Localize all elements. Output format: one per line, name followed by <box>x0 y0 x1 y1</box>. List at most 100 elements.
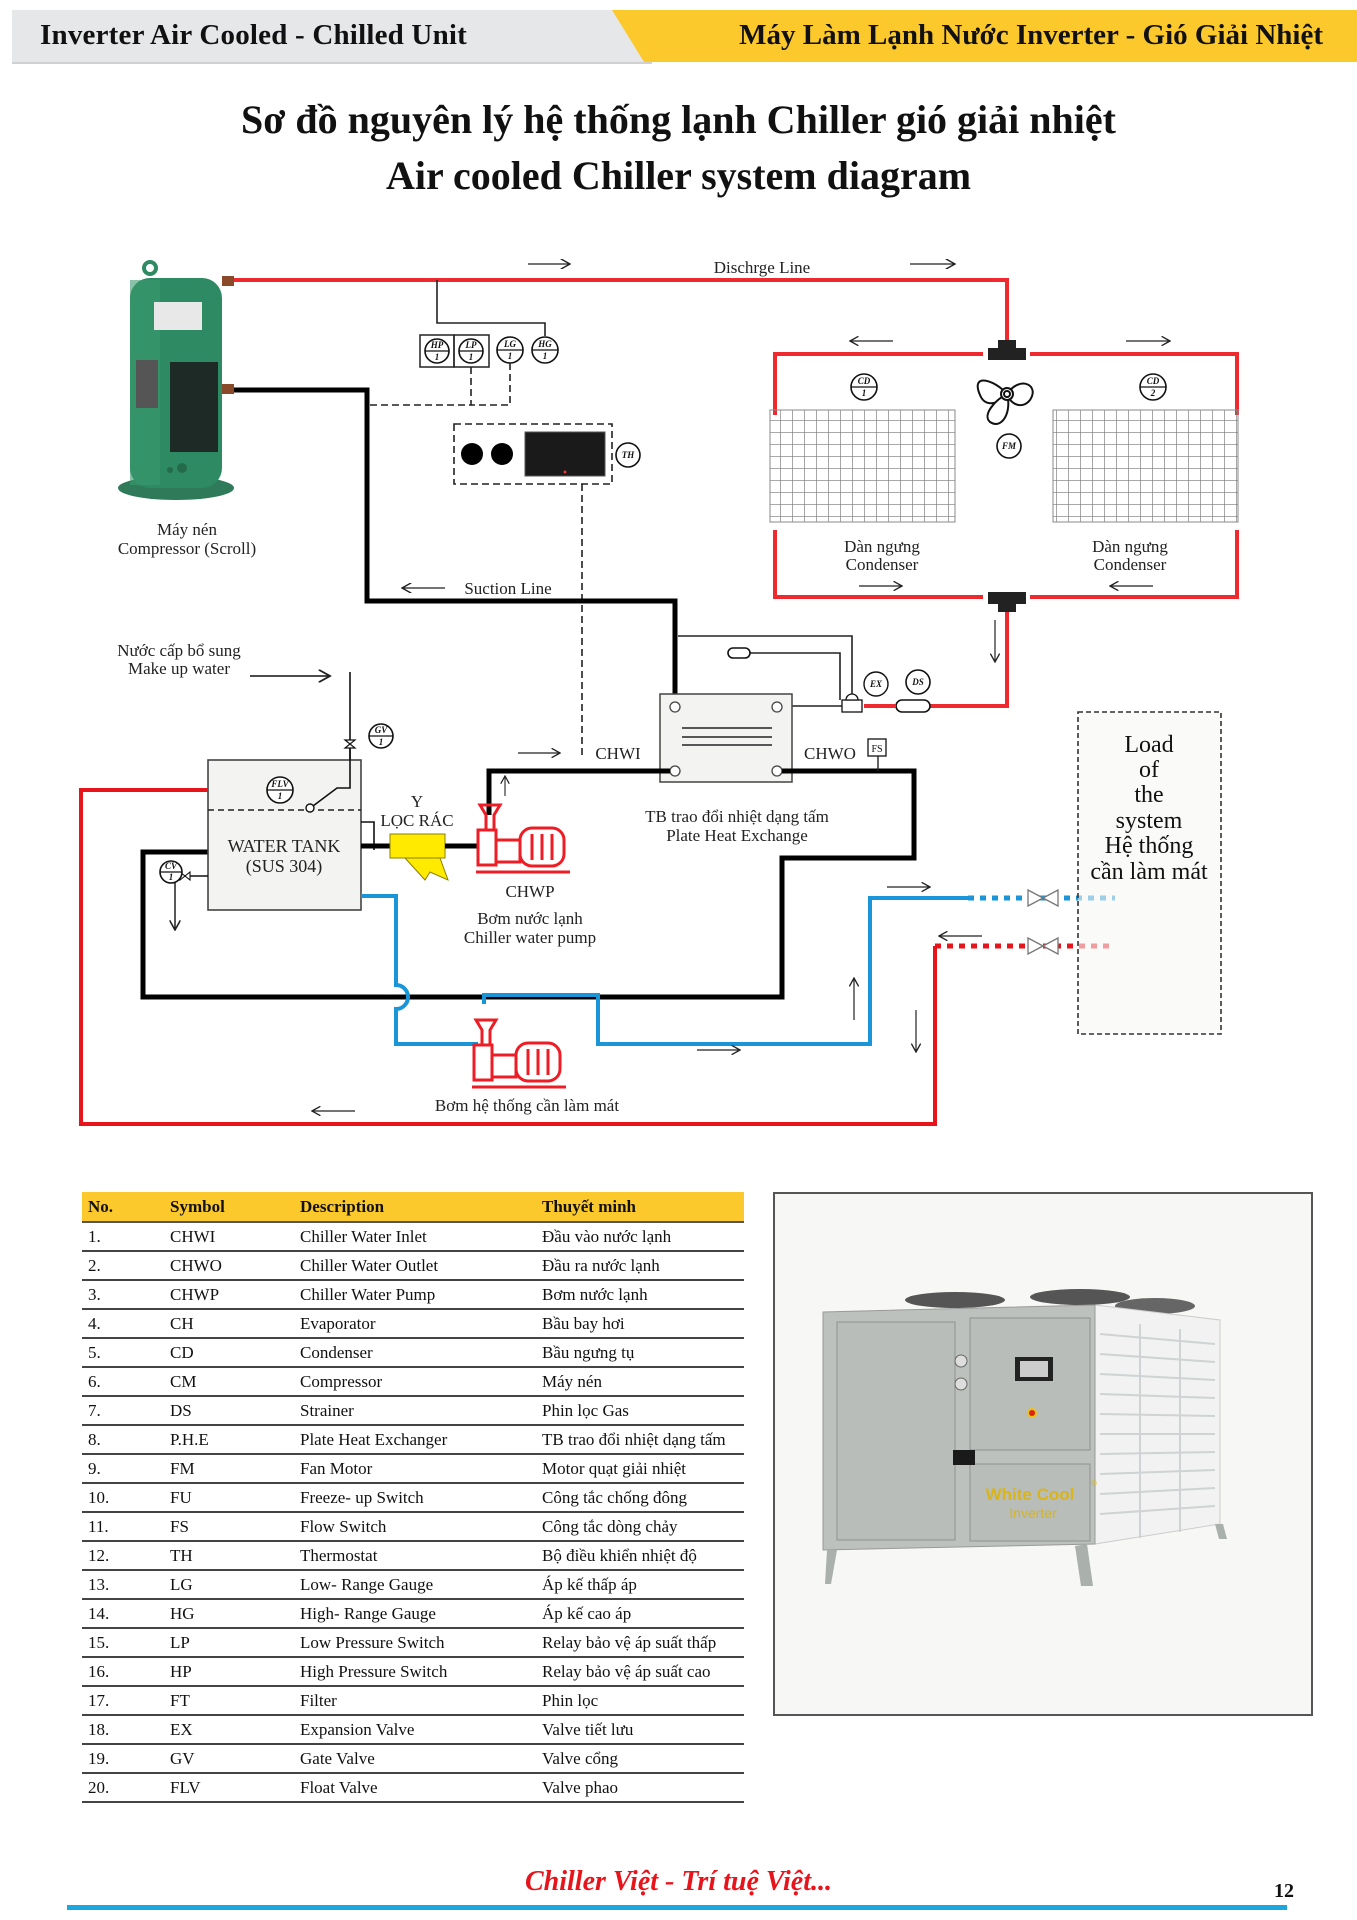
gauge-tap-line <box>436 280 546 336</box>
row-no: 1. <box>82 1222 164 1252</box>
svg-text:1: 1 <box>469 352 474 362</box>
row-no: 20. <box>82 1773 164 1803</box>
row-thuyet-minh: Phin lọc <box>536 1686 744 1716</box>
chwi-label: CHWI <box>595 744 641 763</box>
svg-text:1: 1 <box>543 351 548 361</box>
system-pump-icon <box>472 1018 566 1089</box>
row-thuyet-minh: Phin lọc Gas <box>536 1396 744 1426</box>
plate-heat-exchanger <box>659 693 793 783</box>
condenser-red-loop <box>773 352 983 415</box>
return-water-line <box>79 788 937 1126</box>
footer-slogan: Chiller Việt - Trí tuệ Việt... <box>525 1866 832 1897</box>
y-strainer-icon <box>389 833 449 881</box>
row-thuyet-minh: Relay bảo vệ áp suất thấp <box>536 1628 744 1658</box>
row-thuyet-minh: Công tắc chống đông <box>536 1483 744 1513</box>
liquid-line <box>930 612 1009 708</box>
fs-flow-switch-icon: FS <box>867 738 887 771</box>
tee-fitting-bottom <box>988 592 1026 612</box>
row-no: 8. <box>82 1425 164 1455</box>
row-no: 9. <box>82 1454 164 1484</box>
drain-line <box>175 875 208 930</box>
row-description: Chiller Water Pump <box>294 1280 536 1310</box>
row-description: Float Valve <box>294 1773 536 1803</box>
svg-text:LG: LG <box>503 339 516 349</box>
indicator-lamp-icon <box>461 443 483 465</box>
fan-motor-tag-icon: FM <box>996 433 1022 459</box>
ex-tag-icon: EX <box>863 671 889 697</box>
row-symbol: FS <box>164 1512 294 1542</box>
cv-tag-icon: CV 1 <box>159 860 183 884</box>
chilled-water-inlet-line <box>486 768 670 815</box>
product-brand: White Cool <box>986 1485 1075 1504</box>
supply-isolation-valve-icon <box>1027 888 1059 908</box>
load-label: Load of the system Hệ thống cần làm mát <box>1090 732 1208 885</box>
row-description: Freeze- up Switch <box>294 1483 536 1513</box>
row-no: 15. <box>82 1628 164 1658</box>
load-of-system-box <box>1077 711 1222 1035</box>
row-no: 2. <box>82 1251 164 1281</box>
row-no: 3. <box>82 1280 164 1310</box>
row-no: 4. <box>82 1309 164 1339</box>
condenser-2-label-vn: Dàn ngưng <box>1092 537 1168 556</box>
row-thuyet-minh: TB trao đổi nhiệt dạng tấm <box>536 1425 744 1455</box>
equalizer-line <box>678 635 853 694</box>
row-description: High Pressure Switch <box>294 1657 536 1687</box>
row-description: Plate Heat Exchanger <box>294 1425 536 1455</box>
makeup-water-label-en: Make up water <box>128 659 230 678</box>
control-signal-line <box>471 363 511 406</box>
footer-divider <box>67 1905 1287 1910</box>
col-symbol: Symbol <box>164 1192 294 1223</box>
hg-gauge-icon: HG 1 <box>531 336 559 364</box>
row-symbol: FU <box>164 1483 294 1513</box>
return-isolation-valve-icon <box>1027 936 1059 956</box>
svg-text:1: 1 <box>508 351 513 361</box>
row-description: Fan Motor <box>294 1454 536 1484</box>
row-description: Low- Range Gauge <box>294 1570 536 1600</box>
row-description: Filter <box>294 1686 536 1716</box>
compressor-label-vn: Máy nén <box>157 520 217 539</box>
row-no: 12. <box>82 1541 164 1571</box>
chwp-label: CHWP <box>505 882 554 901</box>
svg-text:CD: CD <box>858 376 871 386</box>
svg-text:cần làm mát: cần làm mát <box>1090 859 1208 885</box>
svg-text:GV: GV <box>375 725 388 735</box>
system-diagram: Máy nén Compressor (Scroll) Dischrge Lin… <box>79 258 1239 1126</box>
condenser-red-loop <box>1030 530 1239 599</box>
control-signal-line <box>368 367 472 406</box>
svg-text:DS: DS <box>911 677 924 687</box>
row-thuyet-minh: Motor quạt giải nhiệt <box>536 1454 744 1484</box>
page-title-vn: Sơ đồ nguyên lý hệ thống lạnh Chiller gi… <box>241 97 1116 142</box>
chilled-supply-line <box>482 896 968 1046</box>
chwo-label: CHWO <box>804 744 856 763</box>
row-description: Compressor <box>294 1367 536 1397</box>
row-description: Chiller Water Inlet <box>294 1222 536 1252</box>
svg-text:the: the <box>1134 782 1163 808</box>
row-thuyet-minh: Valve tiết lưu <box>536 1715 744 1745</box>
phe-label-vn: TB trao đổi nhiệt dạng tấm <box>645 807 829 826</box>
row-description: Expansion Valve <box>294 1715 536 1745</box>
row-symbol: FT <box>164 1686 294 1716</box>
overflow-pipe <box>361 821 375 850</box>
tee-fitting-top <box>988 340 1026 360</box>
svg-text:1: 1 <box>379 737 384 747</box>
col-description: Description <box>294 1192 536 1223</box>
row-description: Chiller Water Outlet <box>294 1251 536 1281</box>
svg-text:TH: TH <box>622 450 635 460</box>
condenser-red-loop <box>773 530 983 599</box>
svg-text:EX: EX <box>869 679 883 689</box>
svg-text:HG: HG <box>537 339 552 349</box>
compressor-label-en: Compressor (Scroll) <box>118 539 256 558</box>
row-description: Strainer <box>294 1396 536 1426</box>
sensing-bulb-line <box>750 652 841 700</box>
suction-line-label: Suction Line <box>464 579 551 598</box>
row-thuyet-minh: Valve cổng <box>536 1744 744 1774</box>
chwp-label-vn: Bơm nước lạnh <box>477 909 583 928</box>
svg-text:CD: CD <box>1147 376 1160 386</box>
